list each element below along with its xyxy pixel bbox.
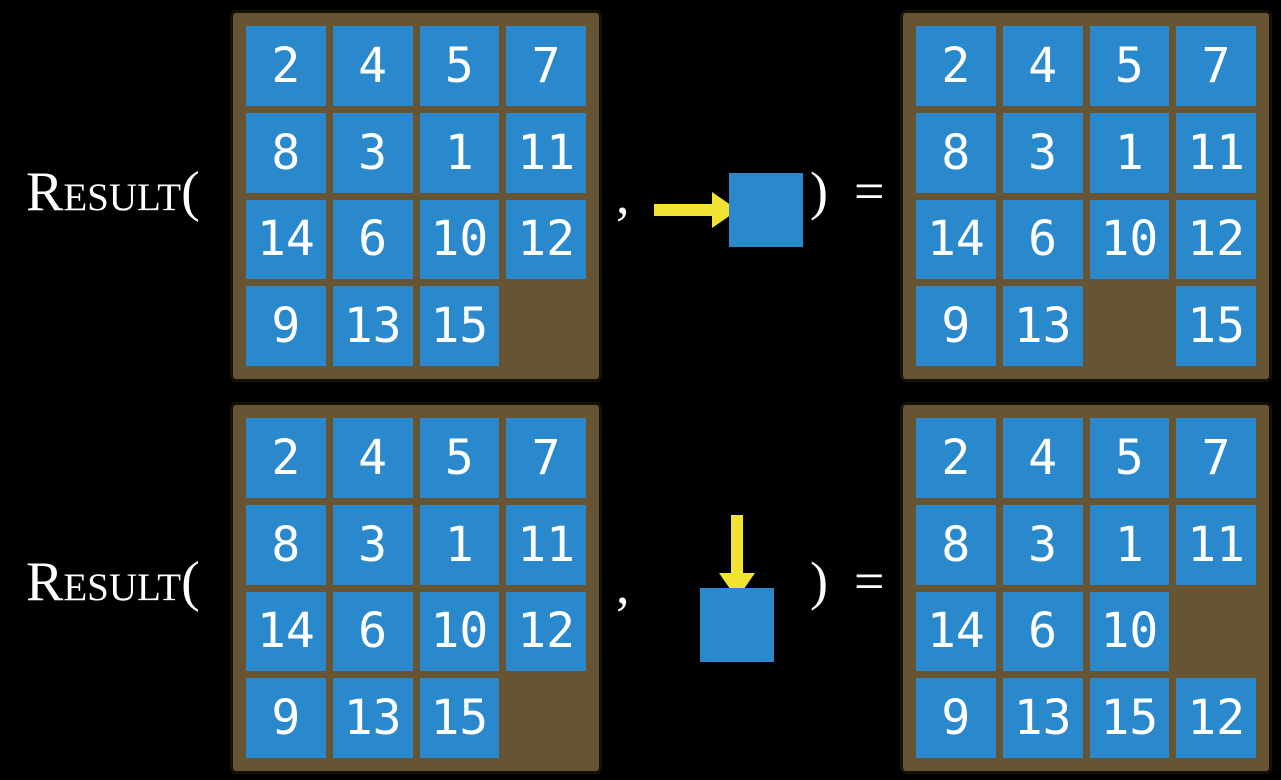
puzzle-cell: 3 [332,112,413,193]
puzzle-cell: 8 [246,504,326,585]
puzzle-cell: 13 [1002,678,1083,758]
puzzle-cell-blank [1090,286,1170,366]
puzzle-cell: 12 [506,199,586,280]
puzzle-cell: 10 [1089,199,1170,280]
puzzle-cell: 5 [1089,26,1170,106]
result-grid-2: 2 4 5 7 8 3 1 11 14 6 10 9 13 15 12 [900,402,1272,774]
puzzle-cell: 11 [506,504,586,585]
puzzle-cell: 15 [419,286,500,366]
puzzle-cell: 8 [916,504,996,585]
close-equals-1: ) = [810,164,884,218]
puzzle-cell: 10 [419,199,500,280]
puzzle-cell: 13 [332,678,413,758]
close-equals-2: ) = [810,554,884,608]
puzzle-cell: 6 [1002,199,1083,280]
puzzle-cell: 5 [419,26,500,106]
puzzle-cell: 14 [246,199,326,280]
puzzle-cell: 6 [332,591,413,672]
puzzle-cell: 12 [506,591,586,672]
puzzle-cell: 1 [1089,504,1170,585]
puzzle-cell: 10 [419,591,500,672]
puzzle-cell: 15 [419,678,500,758]
puzzle-cell: 2 [246,26,326,106]
puzzle-cell: 4 [1002,418,1083,498]
result-grid-1: 2 4 5 7 8 3 1 11 14 6 10 12 9 13 15 [900,10,1272,382]
arrow-right-icon [654,192,738,228]
puzzle-cell: 15 [1176,286,1256,366]
puzzle-cell: 11 [506,112,586,193]
puzzle-cell: 2 [246,418,326,498]
puzzle-cell: 7 [1176,418,1256,498]
result-function-label-1: Result( [26,161,200,223]
puzzle-cell: 7 [506,418,586,498]
puzzle-cell: 2 [916,418,996,498]
puzzle-cell-blank [506,678,586,758]
result-function-label-2: Result( [26,551,200,613]
puzzle-cell: 7 [506,26,586,106]
equals-sign-1: = [853,161,885,221]
puzzle-cell: 2 [916,26,996,106]
close-paren-2: ) [810,551,828,611]
input-grid-1: 2 4 5 7 8 3 1 11 14 6 10 12 9 13 15 [230,10,602,382]
puzzle-cell: 9 [916,678,996,758]
puzzle-cell: 7 [1176,26,1256,106]
puzzle-cell: 13 [332,286,413,366]
puzzle-cell: 11 [1176,504,1256,585]
puzzle-cell: 14 [246,591,326,672]
puzzle-cell: 5 [419,418,500,498]
puzzle-cell: 4 [332,26,413,106]
puzzle-cell: 4 [332,418,413,498]
puzzle-cell: 15 [1089,678,1170,758]
puzzle-cell: 9 [916,286,996,366]
puzzle-cell: 3 [1002,504,1083,585]
puzzle-cell-blank [1176,592,1256,672]
puzzle-cell: 9 [246,286,326,366]
puzzle-cell: 11 [1176,112,1256,193]
puzzle-cell: 1 [1089,112,1170,193]
puzzle-cell: 1 [419,112,500,193]
puzzle-cell: 10 [1089,591,1170,672]
input-grid-2: 2 4 5 7 8 3 1 11 14 6 10 12 9 13 15 [230,402,602,774]
puzzle-cell: 12 [1176,678,1256,758]
puzzle-cell: 6 [332,199,413,280]
puzzle-cell: 5 [1089,418,1170,498]
puzzle-cell: 3 [332,504,413,585]
puzzle-cell: 13 [1002,286,1083,366]
puzzle-cell: 6 [1002,591,1083,672]
separator-comma-2: , [616,555,630,615]
puzzle-cell: 9 [246,678,326,758]
moved-tile-square-1 [729,173,803,247]
separator-comma-1: , [616,165,630,225]
puzzle-cell: 1 [419,504,500,585]
moved-tile-square-2 [700,588,774,662]
puzzle-cell: 4 [1002,26,1083,106]
puzzle-cell: 8 [916,112,996,193]
close-paren-1: ) [810,161,828,221]
puzzle-cell-blank [506,286,586,366]
equals-sign-2: = [853,551,885,611]
puzzle-cell: 3 [1002,112,1083,193]
arrow-down-icon [719,515,755,599]
puzzle-cell: 14 [916,199,996,280]
puzzle-cell: 12 [1176,199,1256,280]
puzzle-cell: 14 [916,591,996,672]
puzzle-cell: 8 [246,112,326,193]
